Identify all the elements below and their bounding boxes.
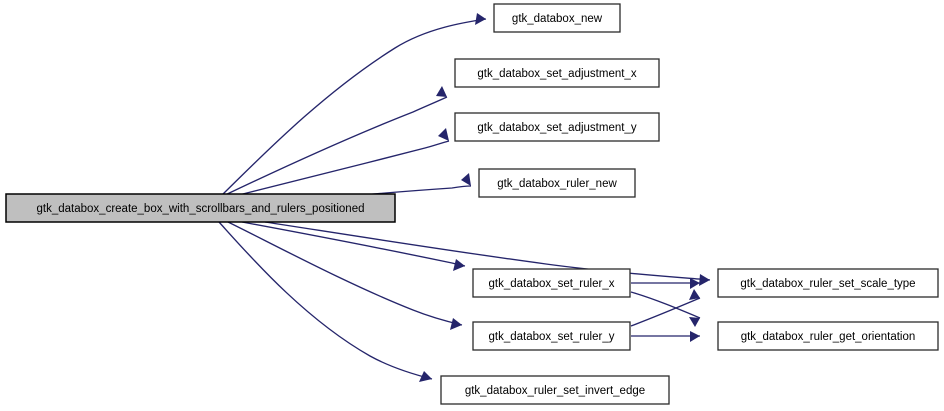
arrowhead-root-to-new [475, 13, 486, 25]
call-edge-root-to-new [220, 18, 487, 197]
arrowhead-set_ruler_x-to-get_orientation [689, 317, 700, 327]
arrowhead-set_ruler_x-to-scale_type [690, 278, 700, 289]
node-box-set_ruler_y[interactable] [472, 321, 631, 351]
graph-node-adj_x[interactable]: gtk_databox_set_adjustment_x [454, 58, 660, 88]
graph-node-set_ruler_y[interactable]: gtk_databox_set_ruler_y [472, 321, 631, 351]
arrowhead-set_ruler_y-to-get_orientation [690, 331, 700, 342]
node-box-adj_x[interactable] [454, 58, 660, 88]
arrowhead-root-to-adj_y [438, 128, 449, 141]
node-box-new[interactable] [493, 3, 621, 33]
graph-node-root: gtk_databox_create_box_with_scrollbars_a… [5, 193, 396, 223]
call-edge-root-to-set_ruler_y [227, 221, 463, 326]
node-box-invert_edge[interactable] [440, 375, 670, 405]
edge-layer [218, 13, 711, 382]
node-box-get_orientation[interactable] [717, 321, 939, 351]
arrowhead-root-to-set_ruler_x [453, 259, 465, 271]
arrowhead-root-to-scale_type [699, 274, 710, 286]
graph-node-adj_y[interactable]: gtk_databox_set_adjustment_y [454, 112, 660, 142]
call-edge-root-to-set_ruler_x [241, 221, 466, 267]
node-box-ruler_new[interactable] [478, 168, 636, 198]
call-edge-root-to-adj_x [220, 96, 448, 198]
call-edge-root-to-adj_y [222, 140, 450, 200]
call-edge-root-to-invert_edge [218, 221, 433, 380]
graph-node-new[interactable]: gtk_databox_new [493, 3, 621, 33]
graph-node-invert_edge[interactable]: gtk_databox_ruler_set_invert_edge [440, 375, 670, 405]
graph-node-set_ruler_x[interactable]: gtk_databox_set_ruler_x [472, 268, 631, 298]
node-layer: gtk_databox_create_box_with_scrollbars_a… [5, 3, 939, 405]
node-box-adj_y[interactable] [454, 112, 660, 142]
arrowhead-set_ruler_y-to-scale_type [689, 289, 700, 300]
node-box-set_ruler_x[interactable] [472, 268, 631, 298]
call-edge-set_ruler_y-to-scale_type [630, 297, 701, 327]
graph-node-ruler_new[interactable]: gtk_databox_ruler_new [478, 168, 636, 198]
arrowhead-root-to-invert_edge [419, 371, 432, 382]
arrowhead-root-to-ruler_new [461, 173, 471, 186]
call-edge-set_ruler_x-to-get_orientation [630, 291, 701, 319]
graph-node-scale_type[interactable]: gtk_databox_ruler_set_scale_type [717, 268, 939, 298]
call-edge-root-to-scale_type [264, 221, 711, 281]
graph-node-get_orientation[interactable]: gtk_databox_ruler_get_orientation [717, 321, 939, 351]
arrowhead-root-to-adj_x [436, 86, 447, 97]
node-box-scale_type[interactable] [717, 268, 939, 298]
arrowhead-root-to-set_ruler_y [450, 318, 462, 330]
node-box-root [5, 193, 396, 223]
